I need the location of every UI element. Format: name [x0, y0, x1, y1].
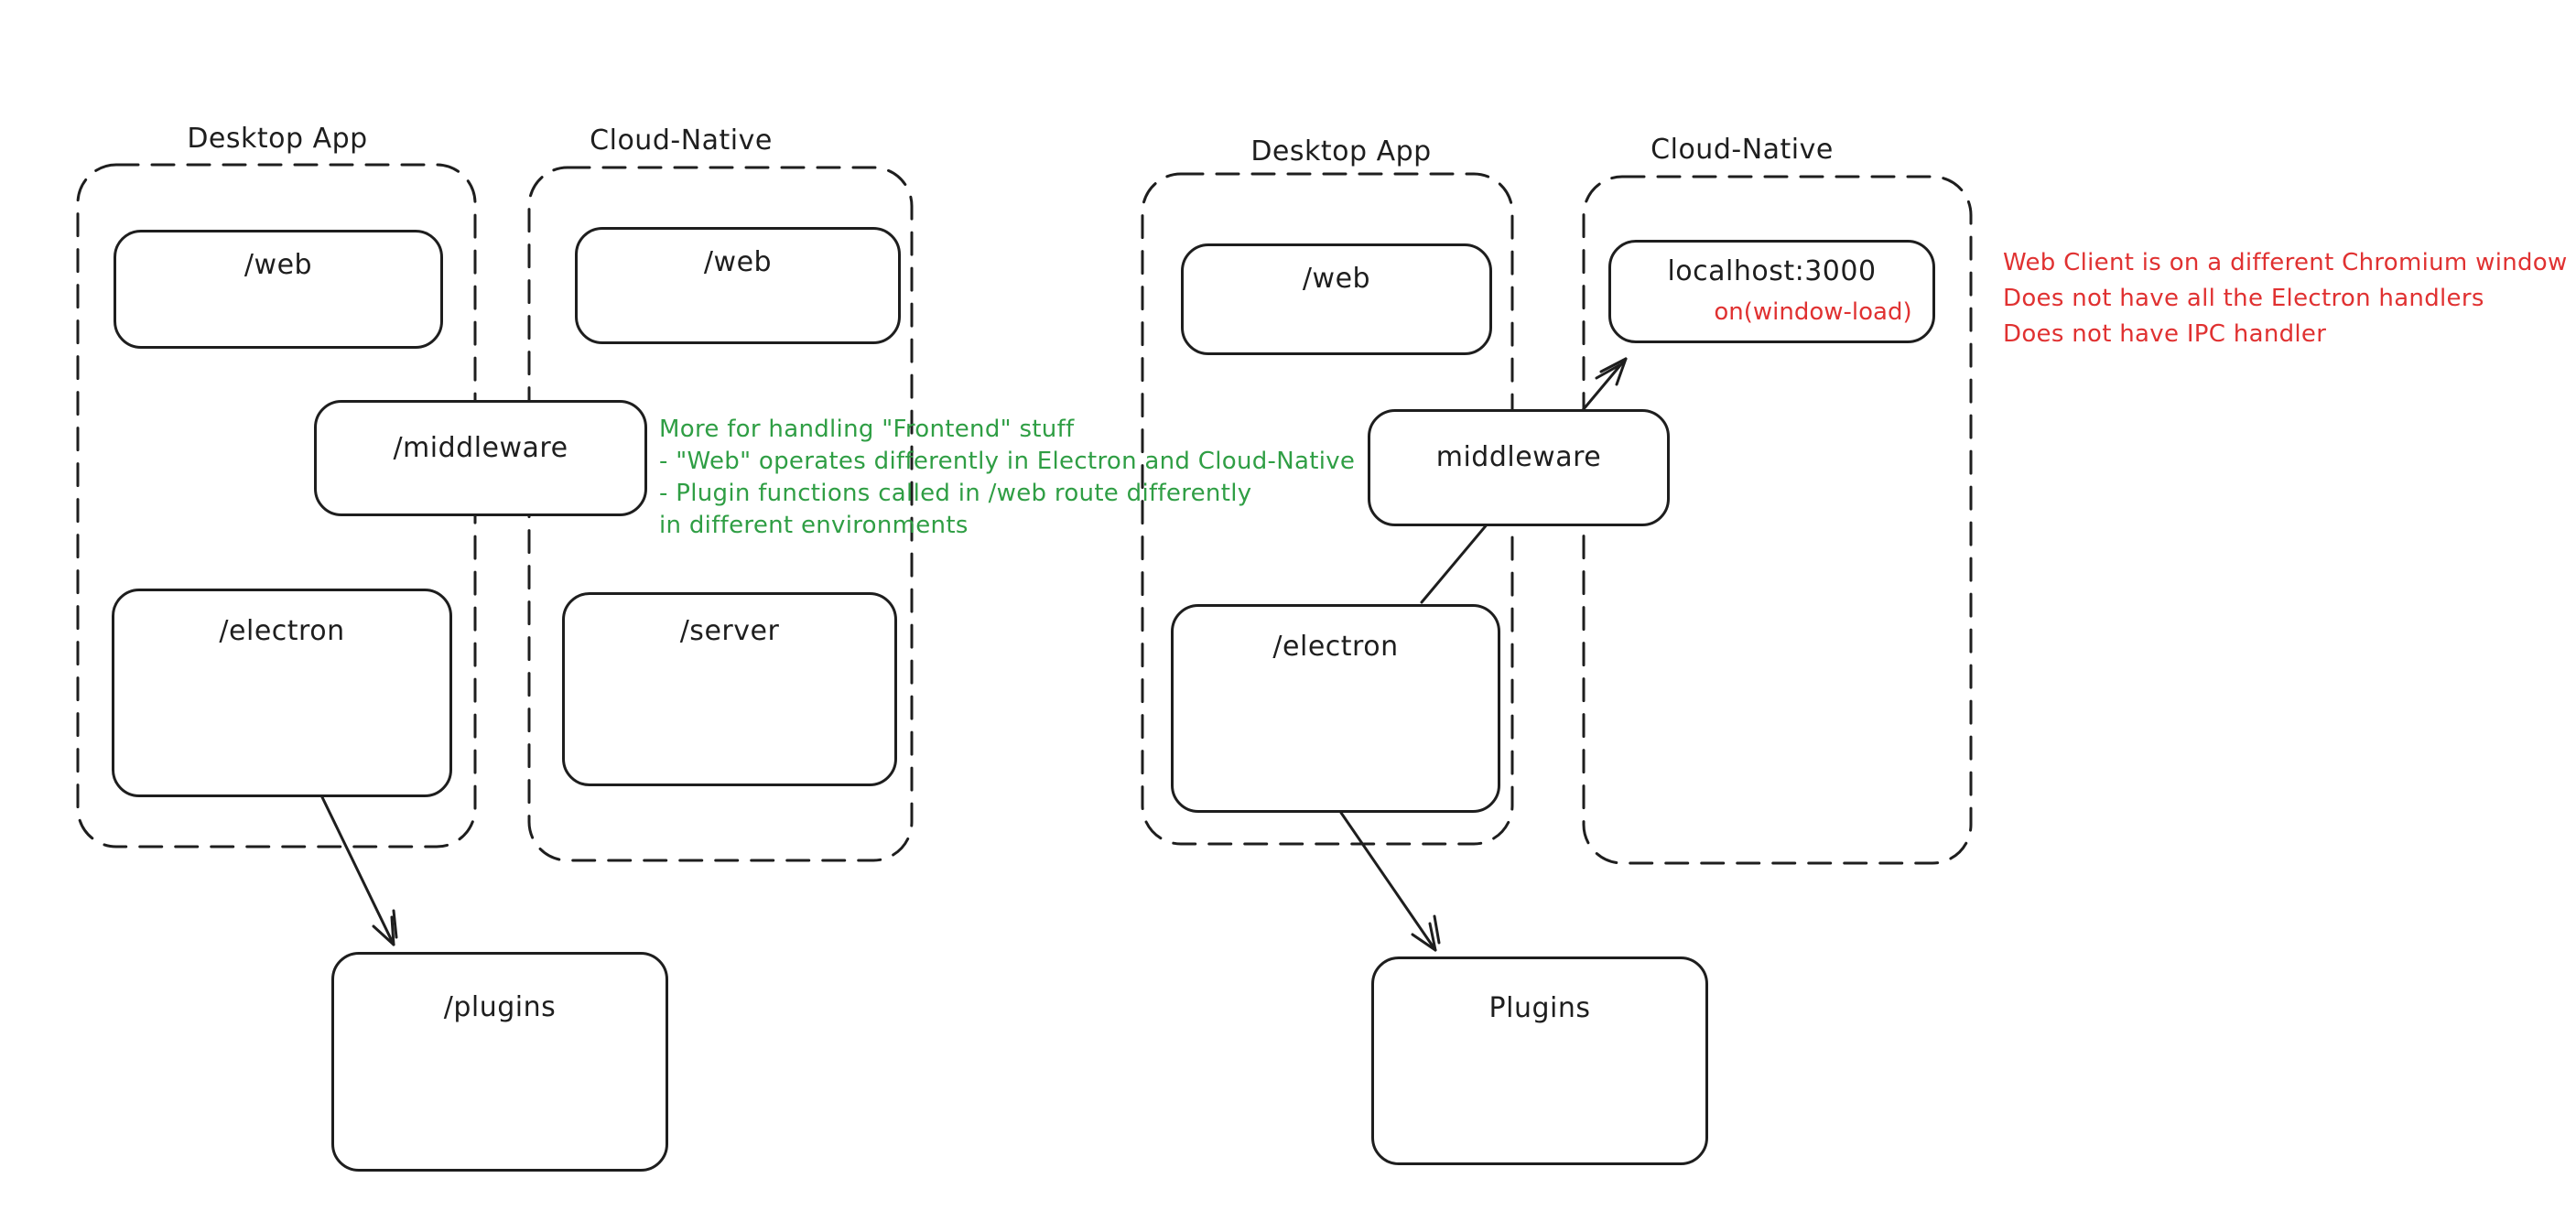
box-server-left[interactable]: /server [562, 592, 897, 786]
title-cloud-native-right[interactable]: Cloud-Native [1651, 134, 1834, 166]
box-plugins-left[interactable]: /plugins [331, 952, 668, 1172]
box-label: /middleware [393, 432, 568, 464]
note-line: in different environments [659, 512, 969, 539]
arrow-electron-to-plugins-right[interactable] [1339, 811, 1441, 952]
box-label: /plugins [443, 991, 557, 1023]
box-label: /web [1302, 263, 1371, 295]
box-web-cloud-left[interactable]: /web [575, 227, 901, 344]
note-green-frontend-stuff[interactable]: More for handling "Frontend" stuff - "We… [659, 414, 1355, 542]
box-localhost-3000[interactable]: localhost:3000 on(window-load) [1608, 240, 1935, 343]
box-label: /electron [219, 615, 345, 647]
box-label: /electron [1272, 631, 1399, 663]
note-line: Web Client is on a different Chromium wi… [2003, 249, 2568, 276]
box-label: middleware [1435, 441, 1602, 473]
box-label: Plugins [1488, 992, 1591, 1024]
title-desktop-app-left[interactable]: Desktop App [187, 123, 368, 155]
box-middleware-left[interactable]: /middleware [314, 400, 647, 516]
box-sublabel-on-window-load: on(window-load) [1714, 298, 1912, 326]
box-label: /web [703, 246, 773, 278]
box-electron-left[interactable]: /electron [112, 589, 452, 797]
box-electron-right[interactable]: /electron [1171, 604, 1500, 813]
box-label: /server [679, 615, 780, 647]
arrow-electron-to-plugins-left[interactable] [320, 795, 398, 946]
box-label: localhost:3000 [1667, 255, 1877, 287]
note-line: More for handling "Frontend" stuff [659, 416, 1075, 443]
box-web-desktop-left[interactable]: /web [114, 230, 443, 349]
note-line: - "Web" operates differently in Electron… [659, 448, 1356, 475]
note-red-web-client[interactable]: Web Client is on a different Chromium wi… [2003, 245, 2568, 352]
box-middleware-right[interactable]: middleware [1368, 409, 1670, 526]
title-cloud-native-left[interactable]: Cloud-Native [590, 124, 773, 157]
note-line: Does not have all the Electron handlers [2003, 285, 2484, 312]
title-desktop-app-right[interactable]: Desktop App [1250, 135, 1432, 168]
note-line: - Plugin functions called in /web route … [659, 480, 1252, 507]
box-web-right[interactable]: /web [1181, 243, 1492, 355]
note-line: Does not have IPC handler [2003, 320, 2327, 348]
box-label: /web [244, 249, 313, 281]
box-plugins-right[interactable]: Plugins [1371, 956, 1708, 1165]
